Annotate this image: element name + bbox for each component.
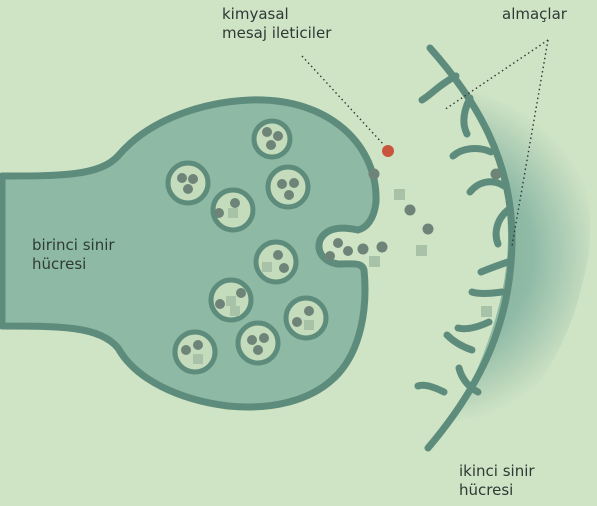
vesicle bbox=[256, 242, 296, 282]
vesicle bbox=[268, 167, 308, 207]
receptor bbox=[464, 98, 470, 134]
receptor bbox=[447, 335, 472, 350]
receptor bbox=[481, 262, 508, 272]
receptor bbox=[470, 182, 504, 192]
vesicle bbox=[286, 298, 326, 338]
vesicle bbox=[175, 332, 215, 372]
highlighted-neurotransmitter bbox=[382, 145, 394, 157]
vesicle bbox=[254, 121, 290, 157]
receptor bbox=[472, 292, 502, 294]
receptor bbox=[458, 322, 489, 329]
receptor bbox=[496, 210, 508, 244]
vesicle bbox=[168, 163, 208, 203]
label-first-nerve-cell: birinci sinir hücresi bbox=[32, 236, 115, 274]
receptor bbox=[422, 76, 456, 100]
vesicle bbox=[213, 190, 253, 230]
label-receptors: almaçlar bbox=[502, 5, 567, 24]
vesicle bbox=[211, 280, 251, 320]
receptor bbox=[418, 385, 444, 392]
vesicle bbox=[238, 323, 278, 363]
label-second-nerve-cell: ikinci sinir hücresi bbox=[459, 462, 535, 500]
releasing-vesicle-molecules bbox=[325, 238, 353, 261]
receptor bbox=[453, 149, 491, 156]
label-chemical-messengers: kimyasal mesaj ileticiler bbox=[222, 5, 331, 43]
